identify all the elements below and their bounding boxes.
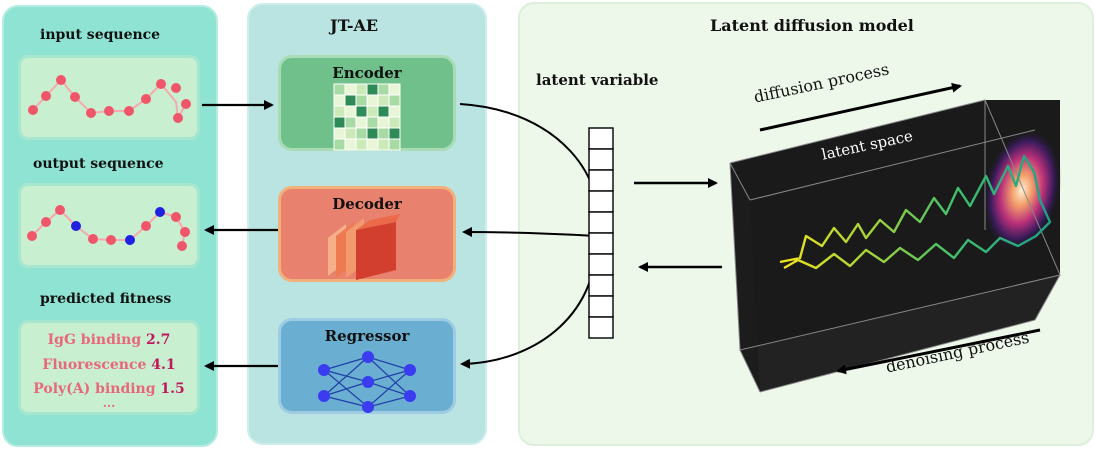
denoising-process-arrow xyxy=(836,328,1041,375)
latent-trajectory xyxy=(779,154,1052,270)
fitness-polya: Poly(A) binding 1.5 xyxy=(33,381,185,397)
fitness-ellipsis: ... xyxy=(102,396,116,410)
fitness-box: IgG binding 2.7 Fluorescence 4.1 Poly(A)… xyxy=(18,320,200,415)
latent-variable-vector xyxy=(588,127,614,339)
encoder-label: Encoder xyxy=(332,64,402,82)
regressor-network-nodes xyxy=(318,351,416,413)
diffusion-process-arrow xyxy=(759,82,962,132)
input-sequence-beads xyxy=(28,75,191,123)
encoder-to-latent-curve xyxy=(459,103,600,239)
input-sequence-label: input sequence xyxy=(40,27,161,43)
regressor-block: Regressor xyxy=(278,318,456,414)
latent-to-regressor-curve xyxy=(460,235,598,369)
latent-to-decoder-arrow xyxy=(462,227,597,238)
fitness-fluorescence: Fluorescence 4.1 xyxy=(42,357,176,373)
decoder-layers-icon xyxy=(328,214,400,280)
regressor-label: Regressor xyxy=(324,327,410,345)
diffusion-title: Latent diffusion model xyxy=(710,16,914,35)
jtae-title: JT-AE xyxy=(330,16,379,35)
fitness-igg: IgG binding 2.7 xyxy=(47,332,171,348)
latent-variable-label: latent variable xyxy=(536,71,659,89)
latent-space-box xyxy=(729,99,1062,393)
encoder-grid-icon xyxy=(333,83,401,151)
regressor-network-icon xyxy=(323,356,411,408)
predicted-fitness-label: predicted fitness xyxy=(40,291,172,307)
output-sequence-beads xyxy=(27,205,190,251)
output-sequence-label: output sequence xyxy=(33,156,164,172)
decoder-label: Decoder xyxy=(332,195,402,213)
